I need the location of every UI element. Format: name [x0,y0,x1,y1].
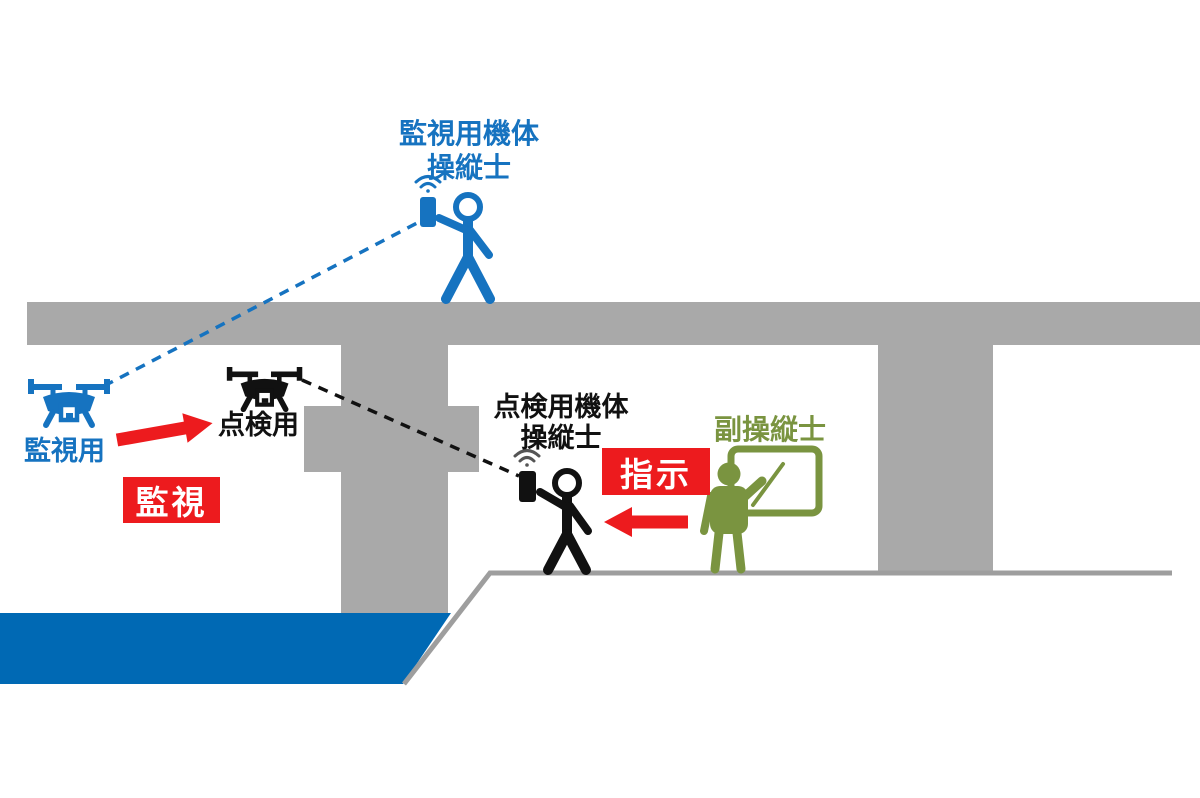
river-water [0,613,451,684]
pilot-head [552,468,582,498]
monitoring-badge: 監視 [123,477,220,523]
surveillance-drone-label: 監視用 [24,436,105,466]
inspection-drone-label: 点検用 [218,410,299,440]
co-pilot-figure [700,445,823,574]
monitoring-arrow-icon [115,413,213,447]
pointer-stick-icon [751,462,785,507]
surveillance-pilot-label-line2: 操縦士 [426,152,511,183]
wifi-signal-icon [414,175,442,193]
inspection-pilot-label: 点検用機体 操縦士 [476,392,646,454]
ground-line [402,570,1172,686]
surveillance-control-link [103,219,422,388]
pilot-head [717,462,741,486]
inspection-pilot-figure [513,449,592,575]
surveillance-pilot-figure [414,175,495,304]
inspection-pilot-label-line1: 点検用機体 [493,392,629,422]
inspection-pilot-label-line2: 操縦士 [520,423,602,453]
surveillance-drone-icon [29,379,109,425]
wifi-signal-icon [513,449,541,467]
bridge-right-pier [878,345,993,571]
instruction-badge: 指示 [602,448,710,495]
pilot-head [453,192,483,222]
bridge-deck [27,302,1200,345]
controller-icon [420,197,436,227]
bridge-center-pier [304,345,479,613]
inspection-control-link [301,378,520,478]
controller-icon [519,471,536,502]
instruction-arrow-icon [604,507,688,537]
surveillance-pilot-label: 監視用機体 操縦士 [374,117,564,185]
co-pilot-label: 副操縦士 [714,414,827,445]
surveillance-pilot-label-line1: 監視用機体 [398,118,539,149]
